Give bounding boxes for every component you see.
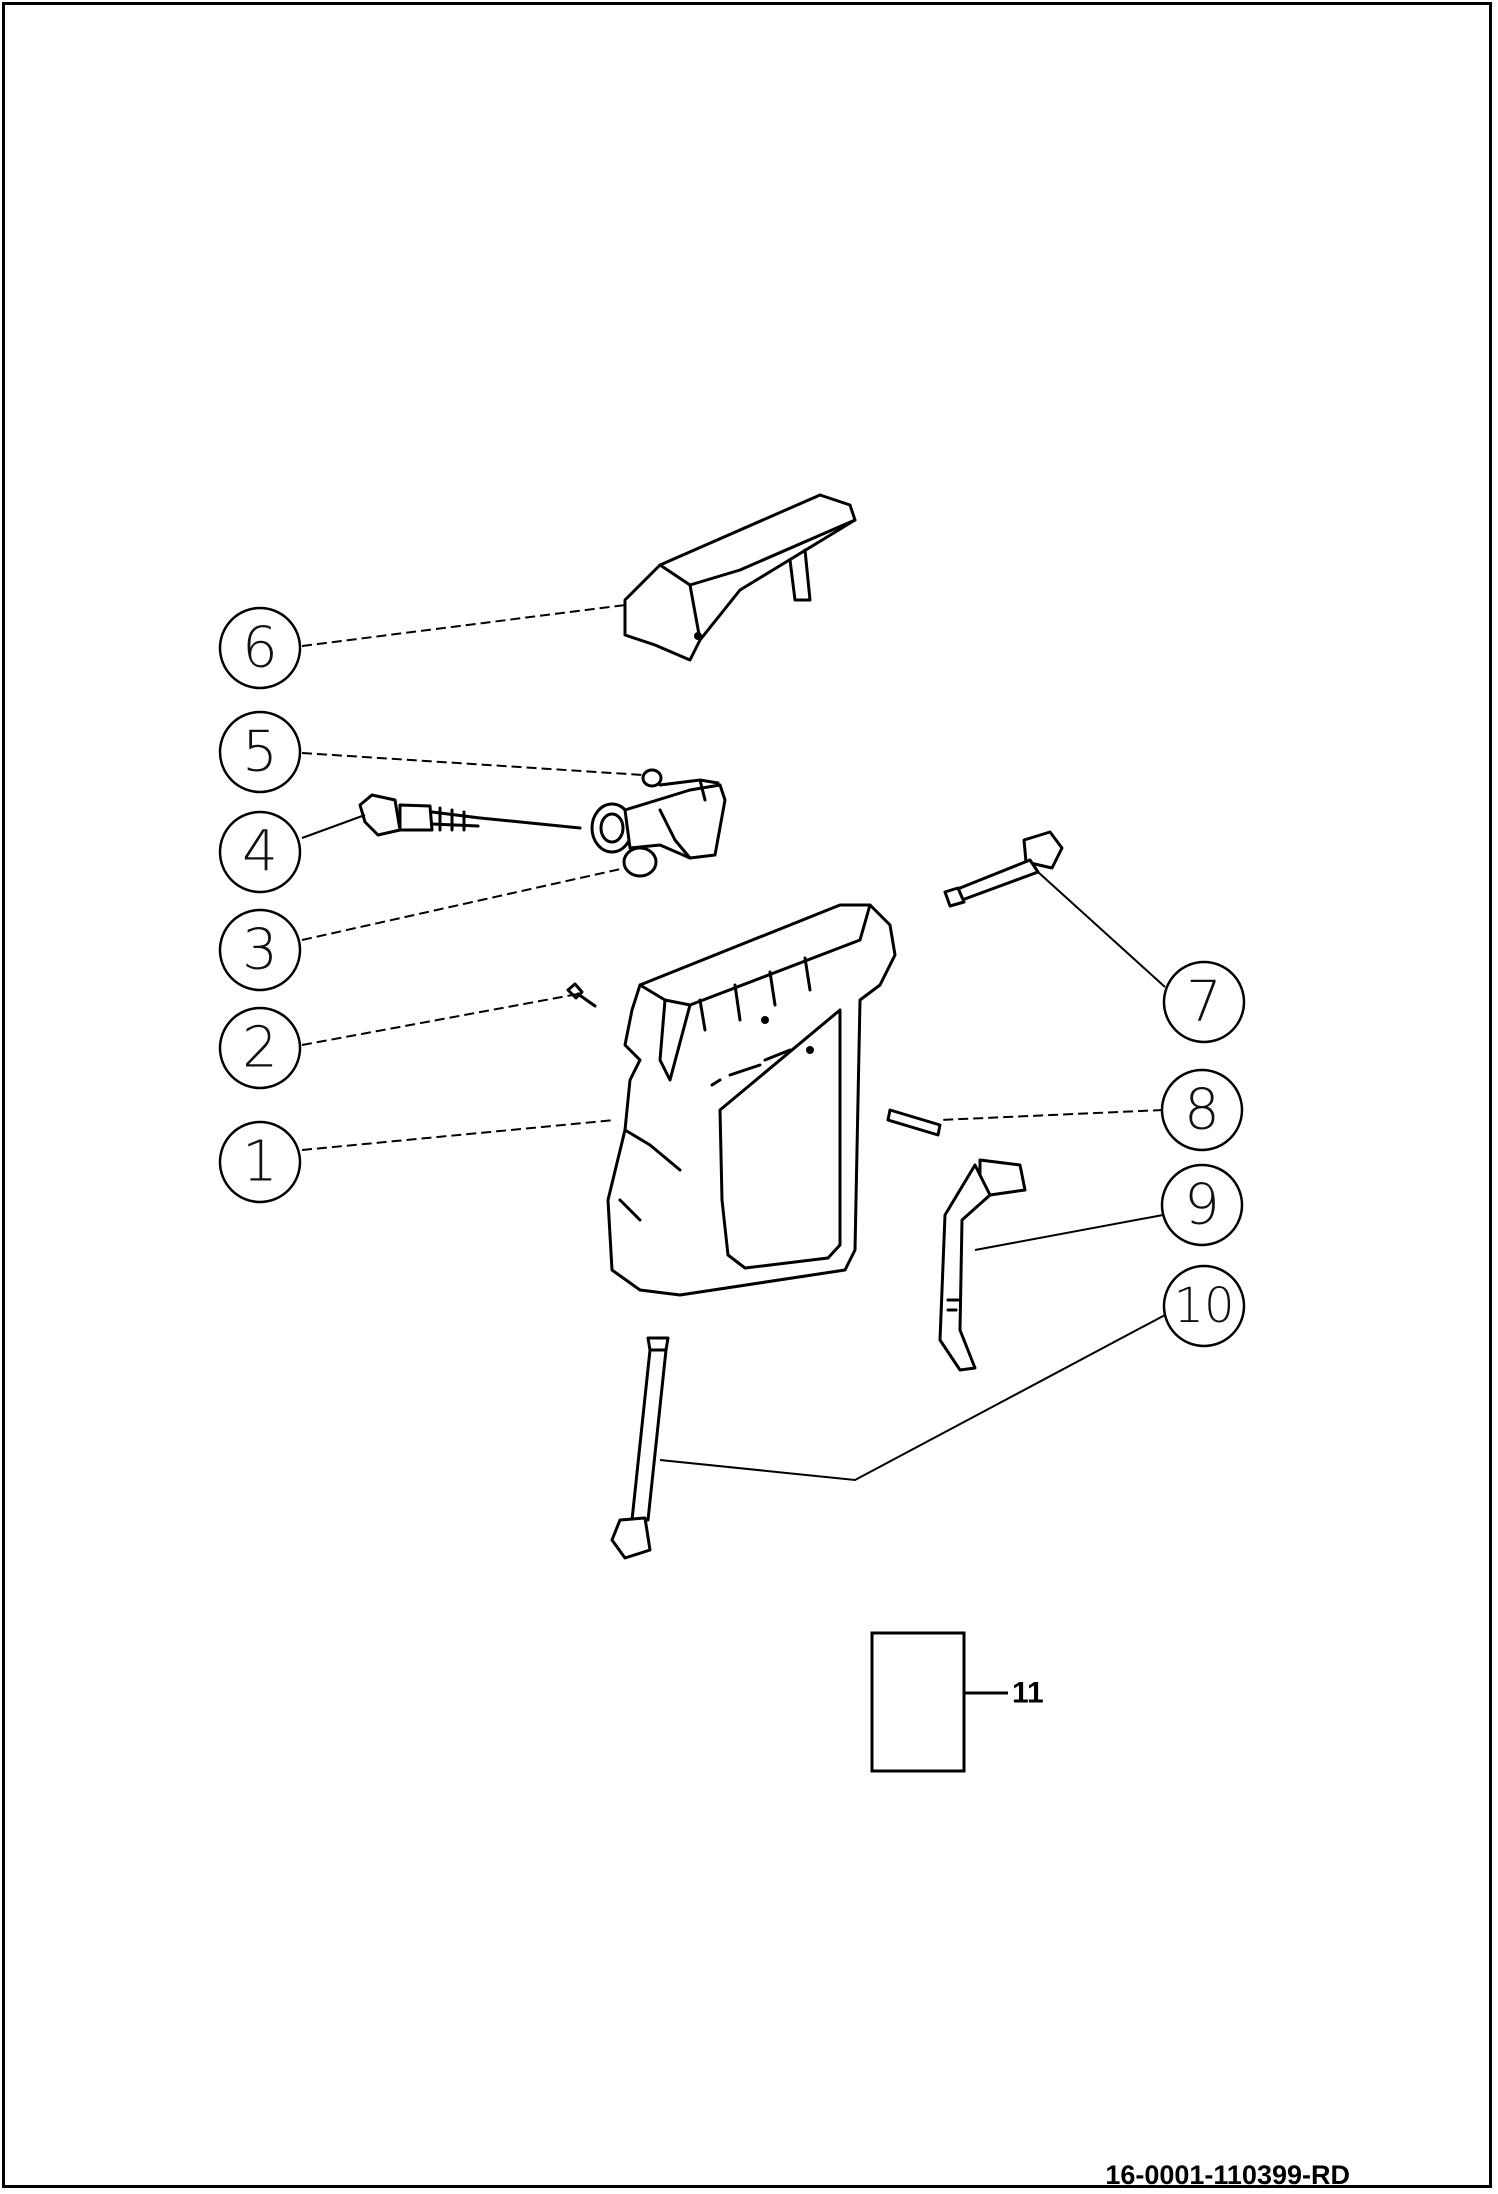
callout-3: 3 [218,908,302,992]
valve-stem-part [358,793,582,837]
item-11-box: 11 [870,1631,1044,1773]
callout-8: 8 [1160,1068,1244,1152]
callout-label-3: 3 [242,918,278,983]
leader-1 [301,1119,616,1151]
callout-7: 7 [1162,960,1246,1044]
outlet-fitting-part [943,830,1064,908]
leader-7 [1037,871,1166,988]
item-11-label: 11 [1012,1677,1044,1710]
callout-label-5: 5 [242,720,278,785]
callout-5: 5 [218,710,302,794]
callout-label-8: 8 [1184,1078,1220,1143]
callout-label-1: 1 [242,1130,278,1195]
gun-body-part [606,903,897,1297]
callout-label-9: 9 [1184,1173,1220,1238]
callout-label-4: 4 [242,820,278,885]
callout-label-10: 10 [1173,1278,1234,1334]
trigger-part [938,1158,1027,1372]
callout-label-2: 2 [242,1016,278,1081]
leader-6 [301,604,626,647]
leader-5 [301,752,644,776]
callout-2: 2 [218,1006,302,1090]
callout-label-7: 7 [1186,970,1222,1035]
callout-9: 9 [1160,1163,1244,1247]
callout-10: 10 [1162,1264,1246,1348]
leader-10 [659,1314,1166,1482]
callout-6: 6 [218,606,302,690]
callout-1: 1 [218,1120,302,1204]
drawing-number: 16-0001-110399-RD [1105,2160,1350,2190]
callout-4: 4 [218,810,302,894]
leader-4 [301,814,366,839]
plug-part [641,768,663,788]
trigger-guard-part [623,493,857,662]
leader-2 [301,993,579,1046]
pin-part [886,1108,942,1137]
inlet-tube-part [610,1336,670,1560]
callout-label-6: 6 [242,616,278,681]
leader-3 [301,867,626,941]
leader-8 [939,1109,1164,1121]
leader-lines [301,604,1166,1482]
valve-body-part [590,778,727,878]
leader-9 [974,1214,1164,1251]
